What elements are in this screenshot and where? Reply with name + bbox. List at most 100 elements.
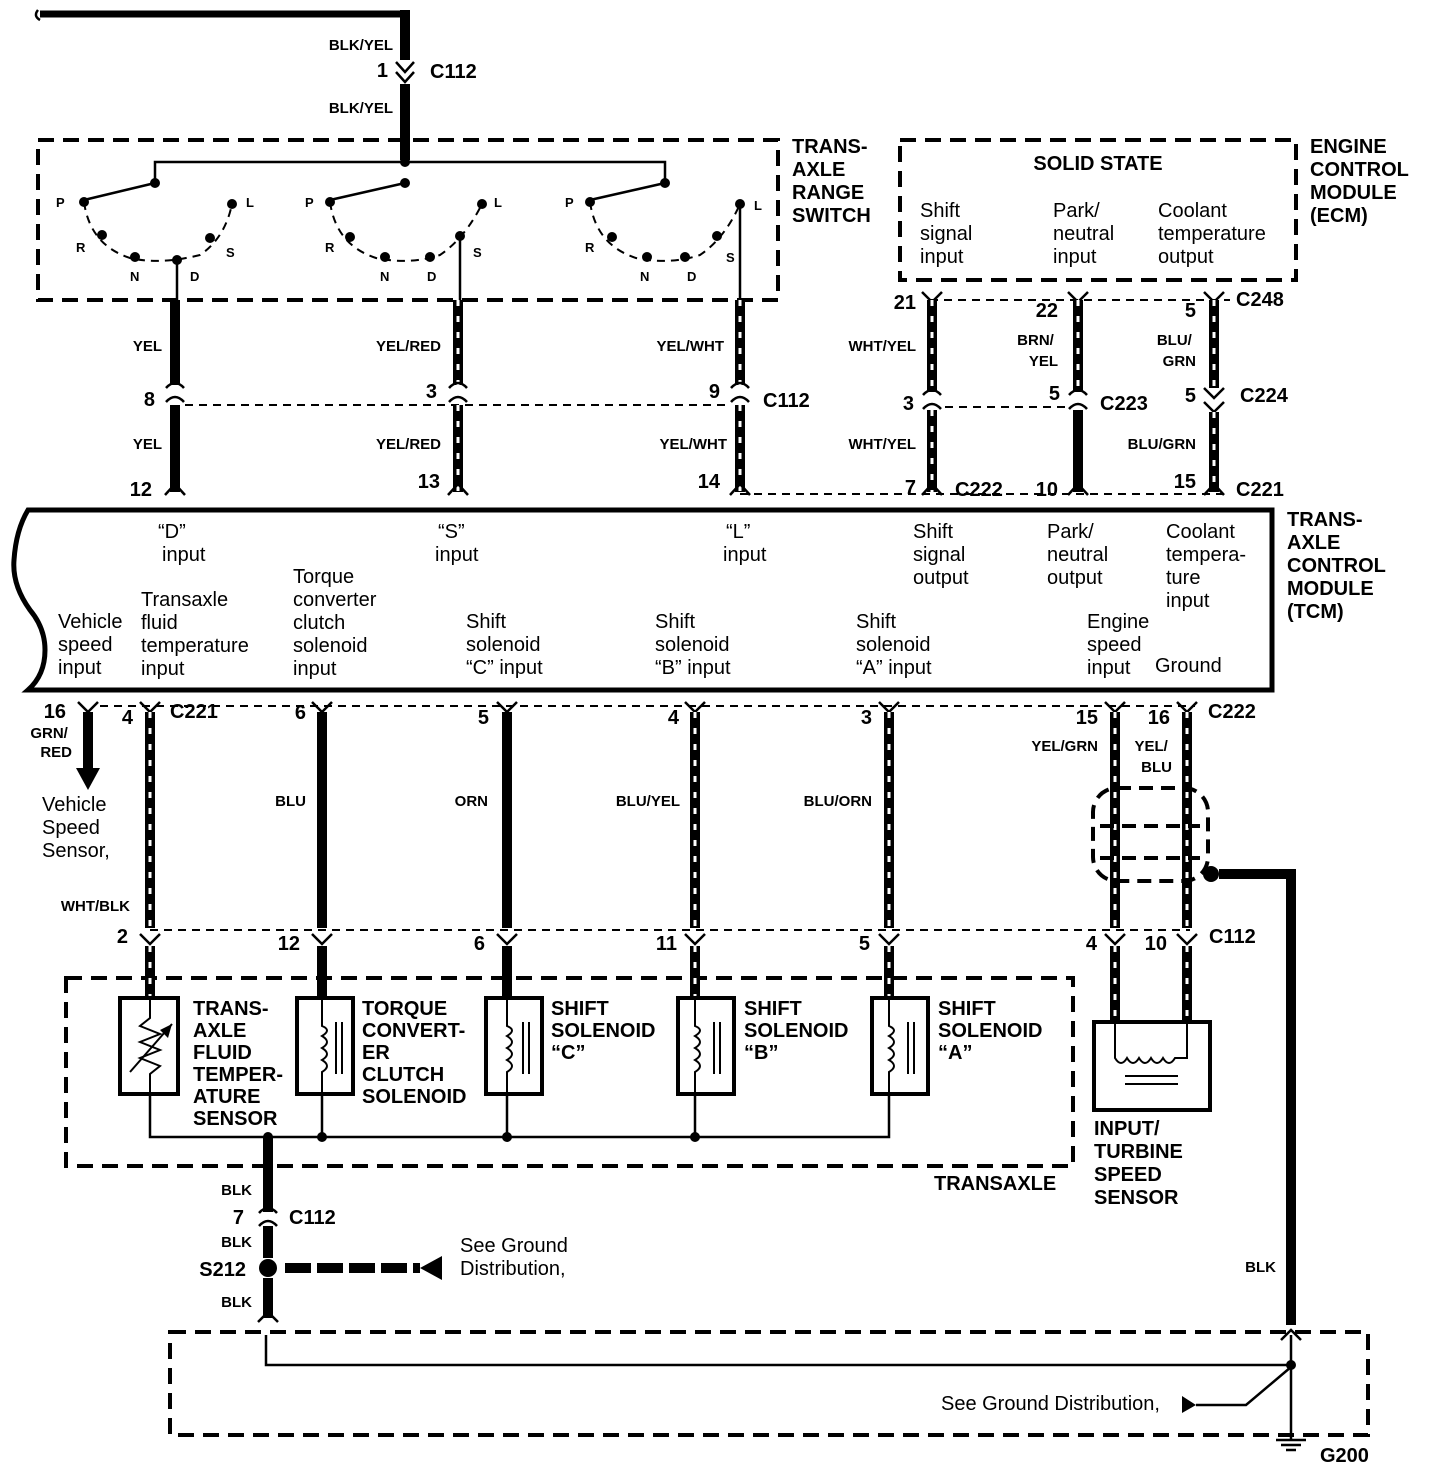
c112-lower-connector: 2 12 6 11 5 4 10 C112 (117, 926, 1256, 955)
pin-label: 12 (278, 933, 300, 955)
svg-text:L: L (754, 198, 762, 213)
wire-label-blk: BLK (221, 1294, 252, 1311)
wire-label-blk: BLK (221, 1182, 252, 1199)
tcm-input-d: “D” input (158, 521, 206, 566)
wire-label-wht-yel: WHT/YEL (849, 338, 917, 355)
wire-label-yel-wht: YEL/WHT (657, 338, 725, 355)
pin-label: 10 (1036, 479, 1058, 501)
tcm-shift-solenoid-b-input: Shift solenoid “B” input (655, 611, 735, 679)
svg-text:N: N (640, 269, 649, 284)
wire-label-yel-red: YEL/RED (376, 338, 441, 355)
pin-label: 16 (1148, 707, 1170, 729)
itss-label: INPUT/ TURBINE SPEED SENSOR (1094, 1118, 1188, 1209)
connector-c112-label: C112 (289, 1207, 336, 1229)
shift-solenoid-b-label: SHIFT SOLENOID “B” (744, 998, 854, 1064)
tcm-input-s: “S” input (435, 521, 479, 566)
top-feed-wire: BLK/YEL 1 C112 BLK/YEL (34, 9, 477, 160)
connector-c221-label: C221 (1236, 479, 1284, 501)
pin-label: 8 (144, 389, 155, 411)
pin-label: 3 (903, 393, 914, 415)
svg-text:N: N (130, 269, 139, 284)
pin-label: 13 (418, 471, 440, 493)
shift-solenoid-a-symbol (870, 996, 930, 1096)
wire-label-yel-blu: YEL/ BLU (1134, 738, 1172, 776)
input-turbine-speed-sensor: INPUT/ TURBINE SPEED SENSOR (1092, 946, 1212, 1209)
wire-label-wht-blk: WHT/BLK (61, 898, 130, 915)
wire-label-yel: YEL (133, 436, 162, 453)
pin-label: 5 (1185, 300, 1196, 322)
tcc-solenoid-label: TORQUE CONVERT- ER CLUTCH SOLENOID (362, 998, 471, 1108)
vehicle-speed-sensor-label: Vehicle Speed Sensor, (42, 794, 112, 862)
pin-label: 11 (656, 933, 677, 955)
wire-shield (1091, 786, 1210, 883)
svg-text:D: D (190, 269, 199, 284)
pin-label: 14 (698, 471, 721, 493)
trs-title: TRANS- AXLE RANGE SWITCH (792, 136, 873, 227)
see-ground-distribution-note: See Ground Distribution, (460, 1235, 573, 1280)
svg-text:L: L (494, 195, 502, 210)
wire-label-yel-grn: YEL/GRN (1031, 738, 1098, 755)
connector-c222-label: C222 (955, 479, 1003, 501)
ecm-to-tcm-wires: 21 22 5 C248 WHT/YEL BRN/ YEL BLU/ GRN 3… (740, 289, 1289, 501)
svg-text:R: R (76, 240, 86, 255)
tcm-shift-signal-output: Shift signal output (913, 521, 971, 589)
wire-label-wht-yel: WHT/YEL (849, 436, 917, 453)
connector-c221-label: C221 (170, 701, 218, 723)
wire-label-blu-orn: BLU/ORN (804, 793, 872, 810)
pin-label: 9 (709, 381, 720, 403)
pin-label: 21 (894, 292, 916, 314)
tcm-engine-speed-input: Engine speed input (1087, 611, 1155, 679)
pin-label: 4 (668, 707, 680, 729)
tcm-title: TRANS- AXLE CONTROL MODULE (TCM) (1287, 509, 1391, 623)
pin-label: 6 (295, 702, 306, 724)
wire-label-yel-wht: YEL/WHT (660, 436, 728, 453)
wire-label-grn-red: GRN/ RED (30, 725, 72, 761)
wire-label-blk: BLK (221, 1234, 252, 1251)
pin-label: 16 (44, 701, 66, 723)
tcm-to-transaxle-wires: 16 GRN/ RED Vehicle Speed Sensor, 4 C221… (30, 701, 1296, 1325)
pin-label: 3 (426, 381, 437, 403)
wire-label-yel-red: YEL/RED (376, 436, 441, 453)
ecm-input-shift-signal: Shift signal input (920, 200, 978, 268)
pin-label: 15 (1076, 707, 1098, 729)
connector-c112-label: C112 (1209, 926, 1256, 948)
svg-text:R: R (325, 240, 335, 255)
svg-text:P: P (56, 195, 65, 210)
transaxle-range-switch: TRANS- AXLE RANGE SWITCH P R (36, 136, 873, 302)
wire-label-blu-grn: BLU/ GRN (1157, 332, 1196, 370)
transaxle-assembly: TRANSAXLE TRANS- AXLE FLUID TEMPER- ATUR… (64, 946, 1075, 1195)
ecm-output-coolant: Coolant temperature output (1158, 200, 1271, 268)
svg-text:P: P (565, 195, 574, 210)
svg-text:S: S (226, 245, 235, 260)
svg-text:R: R (585, 240, 595, 255)
tcm-shift-solenoid-c-input: Shift solenoid “C” input (466, 611, 546, 679)
pin-label: 12 (130, 479, 152, 501)
wire-label-brn-yel: BRN/ YEL (1017, 332, 1058, 370)
wire-label-blu: BLU (275, 793, 306, 810)
pin-label: 6 (474, 933, 485, 955)
wire-label-blk: BLK (1245, 1259, 1276, 1276)
connector-c112-label: C112 (430, 61, 477, 83)
pin-label: 3 (861, 707, 872, 729)
transaxle-control-module: TRANS- AXLE CONTROL MODULE (TCM) “D” inp… (11, 507, 1391, 693)
pin-label: 7 (905, 477, 916, 499)
wire-label-blk-yel: BLK/YEL (329, 100, 393, 117)
connector-c223-label: C223 (1100, 393, 1148, 415)
pin-label: 5 (859, 933, 870, 955)
wire-label-yel: YEL (133, 338, 162, 355)
svg-text:S: S (726, 250, 735, 265)
ecm-solid-state: SOLID STATE (1033, 153, 1162, 175)
pin-label: 22 (1036, 300, 1058, 322)
svg-text:S: S (473, 245, 482, 260)
pin-label: 10 (1145, 933, 1167, 955)
pin-label: 5 (1185, 385, 1196, 407)
ground-g200: See Ground Distribution, G200 (168, 1328, 1370, 1467)
svg-text:L: L (246, 195, 254, 210)
wire-label-orn: ORN (455, 793, 488, 810)
wire-label-blk-yel: BLK/YEL (329, 37, 393, 54)
shift-solenoid-a-label: SHIFT SOLENOID “A” (938, 998, 1048, 1064)
pin-label: 4 (122, 707, 134, 729)
shift-solenoid-c-symbol (484, 996, 544, 1096)
svg-text:N: N (380, 269, 389, 284)
